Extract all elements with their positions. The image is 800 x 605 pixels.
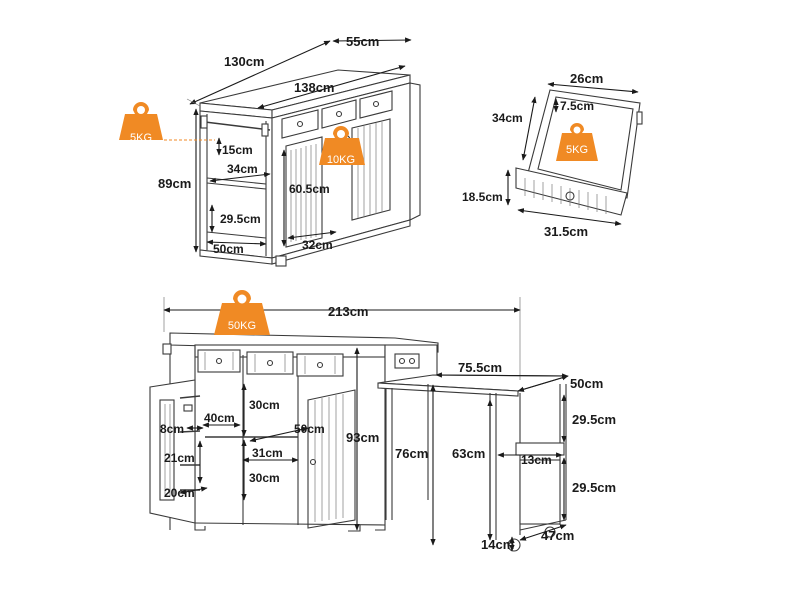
weight-label: 5KG [566, 144, 588, 156]
dim-shelf-width: 34cm [227, 162, 258, 176]
dim-table-height: 76cm [395, 446, 428, 461]
weight-badge-10kg: 10KG [319, 126, 365, 166]
dim-bottom-20: 20cm [164, 486, 195, 500]
knob-icon [565, 191, 575, 201]
dim-side-13: 13cm [521, 453, 552, 467]
dim-total-width: 213cm [328, 304, 368, 319]
dim-extension-width: 75.5cm [458, 360, 502, 375]
dim-drawer-depth: 34cm [492, 111, 523, 125]
dim-height: 89cm [158, 176, 191, 191]
dim-inner-height: 60.5cm [289, 182, 330, 196]
drawer-dimensions: 26cm 7.5cm 34cm 18.5cm 31.5cm [462, 71, 639, 239]
dim-shelf-gap: 15cm [222, 143, 253, 157]
dim-drawer-inner-height: 7.5cm [560, 99, 594, 113]
dim-width: 130cm [224, 54, 264, 69]
dim-shelf-depth-left: 8cm [160, 422, 184, 436]
front-view-dimensions: 213cm 8cm 40cm 30cm 50cm 21cm 31cm 30cm … [160, 297, 616, 552]
dim-inner-width: 50cm [294, 422, 325, 436]
weight-badge-drawer-5kg: 5KG [556, 123, 598, 161]
dim-lower-height: 30cm [249, 471, 280, 485]
dim-width-31: 31cm [252, 446, 283, 460]
dim-drawer-front-height: 18.5cm [462, 190, 503, 204]
dim-wheel-14: 14cm [481, 537, 514, 552]
dim-drawer-front-width: 31.5cm [544, 224, 588, 239]
power-outlet-icon [394, 353, 420, 369]
dim-lower-shelf: 29.5cm [572, 480, 616, 495]
dim-lower-gap: 29.5cm [220, 212, 261, 226]
dim-side-depth: 50cm [213, 242, 244, 256]
dim-depth: 55cm [346, 34, 379, 49]
dim-extension-depth: 50cm [570, 376, 603, 391]
weight-badge-5kg: 5KG [119, 102, 215, 144]
weight-badge-50kg: 50KG [214, 290, 270, 335]
weight-label: 10KG [327, 154, 355, 166]
dim-drawer-width: 26cm [570, 71, 603, 86]
dim-inner-width: 32cm [302, 238, 333, 252]
dim-door-inner: 40cm [204, 411, 235, 425]
island-front-view [149, 332, 569, 552]
weight-label: 50KG [228, 320, 256, 332]
island-3d-dimensions: 130cm 55cm 138cm 89cm 15cm 34cm 29.5cm 5… [158, 34, 412, 256]
dim-extended: 138cm [294, 80, 334, 95]
dim-upper-height: 30cm [249, 398, 280, 412]
dim-total-height: 93cm [346, 430, 379, 445]
dim-leg-height: 63cm [452, 446, 485, 461]
dim-height-21: 21cm [164, 451, 195, 465]
weight-label: 5KG [130, 132, 152, 144]
dim-upper-shelf: 29.5cm [572, 412, 616, 427]
dim-bottom-47: 47cm [541, 528, 574, 543]
